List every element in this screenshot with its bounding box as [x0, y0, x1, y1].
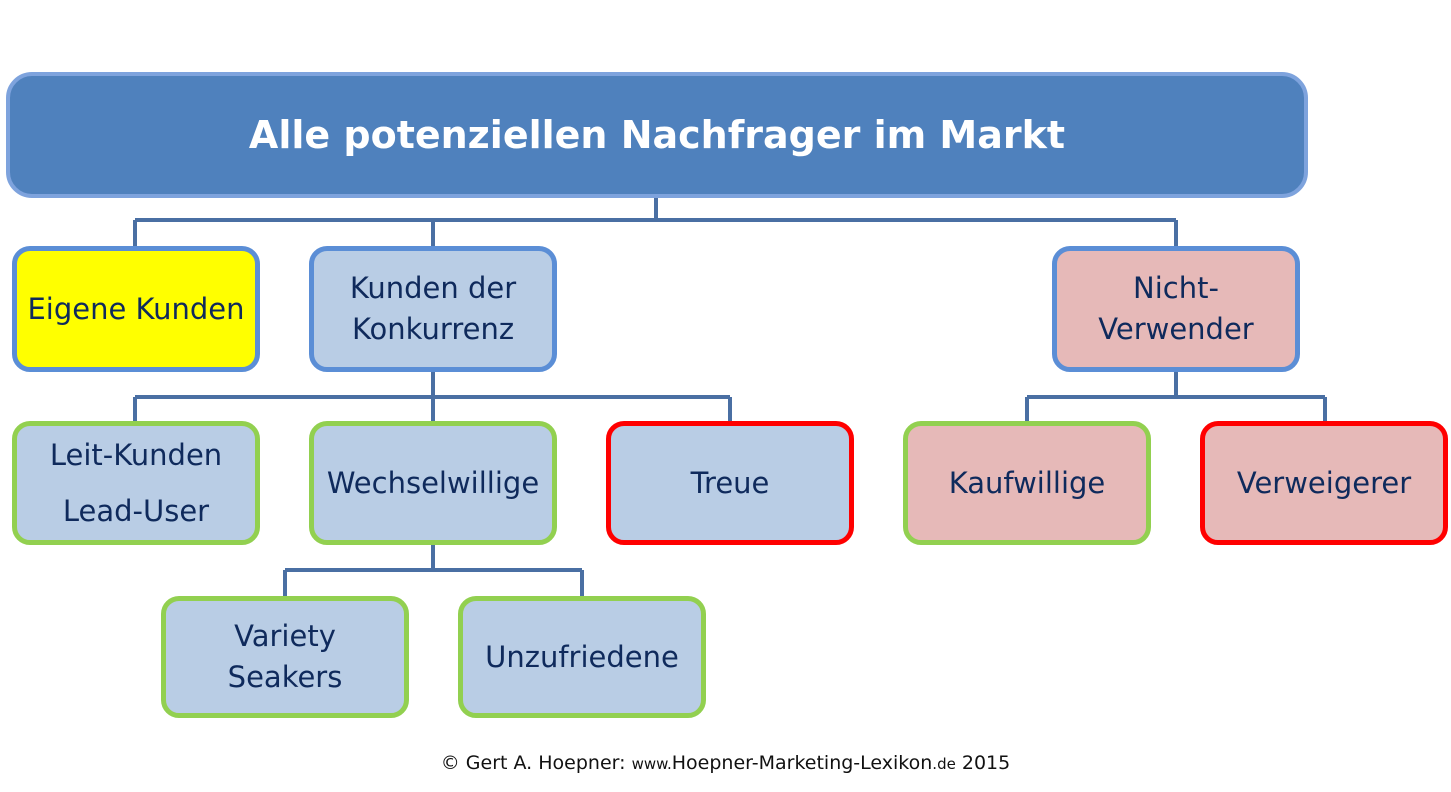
node-label: Unzufriedene	[485, 639, 679, 674]
node-label-line-1: Kunden der	[349, 271, 517, 305]
footer-www: www.	[631, 755, 672, 773]
node-eigene-kunden: Eigene Kunden	[12, 246, 260, 372]
node-leit-kunden: Leit-Kunden Lead-User	[12, 421, 260, 545]
footer-site: Hoepner-Marketing-Lexikon	[671, 752, 933, 774]
node-label-line-2: Verwender	[1098, 312, 1254, 346]
footer-author: © Gert A. Hoepner:	[440, 752, 632, 774]
node-label-line-2: Konkurrenz	[351, 312, 515, 346]
connector-wechselwillige-level3	[283, 545, 584, 596]
footer-tld: .de	[932, 755, 956, 773]
node-wechselwillige: Wechselwillige	[309, 421, 557, 545]
footer-year: 2015	[955, 752, 1011, 774]
node-label-line-1: Leit-Kunden	[49, 438, 223, 472]
connector-nichtverwender-level2	[1025, 372, 1327, 421]
copyright-footer: © Gert A. Hoepner: www.Hoepner-Marketing…	[0, 752, 1451, 774]
root-node: Alle potenziellen Nachfrager im Markt	[6, 72, 1308, 198]
node-nicht-verwender: Nicht- Verwender	[1052, 246, 1300, 372]
node-label-line-2: Seakers	[227, 660, 343, 694]
node-label: Wechselwillige	[326, 465, 540, 500]
node-verweigerer: Verweigerer	[1200, 421, 1448, 545]
node-variety-seakers: Variety Seakers	[161, 596, 409, 718]
connector-root-level1	[133, 198, 1178, 246]
node-kaufwillige: Kaufwillige	[903, 421, 1151, 545]
node-unzufriedene: Unzufriedene	[458, 596, 706, 718]
connector-konkurrenz-level2	[133, 372, 732, 421]
node-treue: Treue	[606, 421, 854, 545]
node-label: Verweigerer	[1236, 465, 1412, 500]
node-label: Eigene Kunden	[27, 291, 245, 326]
node-label: Kaufwillige	[948, 465, 1106, 500]
node-label-line-1: Variety	[234, 619, 336, 653]
node-label: Treue	[690, 465, 770, 500]
node-label-line-1: Nicht-	[1133, 271, 1219, 305]
node-kunden-der-konkurrenz: Kunden der Konkurrenz	[309, 246, 557, 372]
root-node-label: Alle potenziellen Nachfrager im Markt	[248, 113, 1066, 157]
node-label-line-2: Lead-User	[62, 494, 210, 528]
